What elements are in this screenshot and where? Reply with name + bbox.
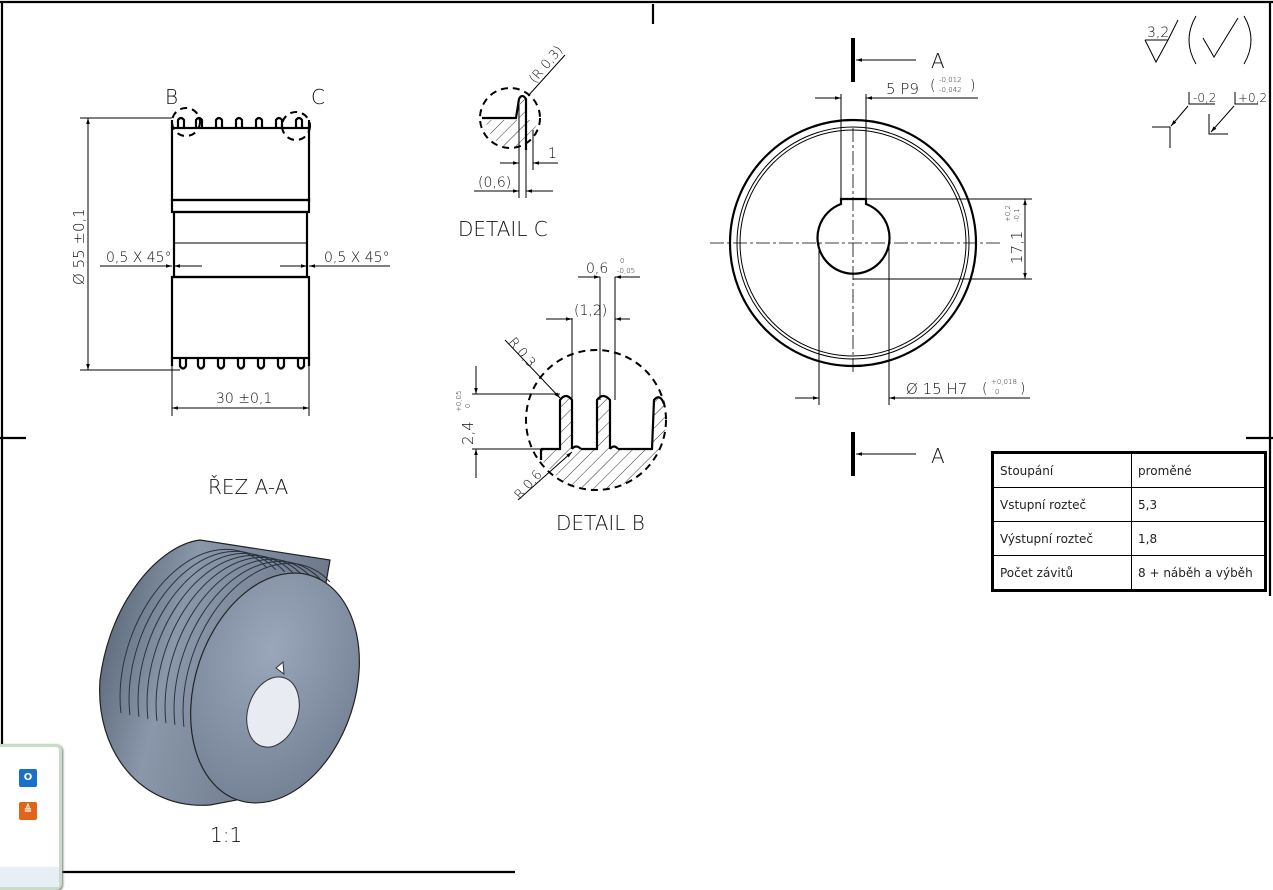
groove-bottom [236, 358, 246, 370]
chamfer-left-dimension: 0,5 X 45° [106, 250, 172, 266]
spec-label: Výstupní rozteč [992, 521, 1132, 556]
section-label-top: A [931, 49, 945, 73]
chamfer-right-dimension: 0,5 X 45° [324, 250, 390, 266]
groove-top [274, 116, 284, 128]
bore-tol-lower: 0 [995, 388, 999, 396]
groove-bottom [296, 358, 306, 370]
detail-b-groove-tol-upper: 0 [620, 257, 624, 265]
surface-finish-symbols: 3,2 -0,2 +0,2 [1144, 15, 1267, 148]
edge-minus-value: -0,2 [1193, 91, 1216, 105]
groove-bottom [178, 358, 188, 370]
detail-b-title: DETAIL B [556, 511, 645, 535]
groove-bottom [196, 358, 206, 370]
keyway-tol-lower: -0,042 [939, 86, 962, 94]
bore-paren-close: ) [1020, 381, 1025, 397]
keyway-tol-upper: -0,012 [939, 76, 962, 84]
outlook-icon[interactable]: O [19, 769, 37, 787]
groove-top [176, 116, 186, 128]
section-label-bottom: A [931, 444, 945, 468]
detail-c-view: (R 0,3) 1 (0,6) DETAIL C [458, 43, 566, 241]
detail-b-radius-top: R 0,3 [505, 335, 538, 371]
keyway-dimension: 5 P9 [886, 80, 919, 98]
keyway-paren-open: ( [930, 78, 935, 94]
spec-value: proměné [1131, 452, 1266, 488]
spec-label: Vstupní rozteč [992, 487, 1132, 522]
front-view: 5 P9 ( ) -0,012 -0,042 17,1 +0,2 -0,1 Ø … [710, 38, 1032, 476]
width-dimension: 30 ±0,1 [216, 391, 272, 407]
detail-b-radius-bottom: R 0,6 [512, 467, 546, 502]
groove-bottom [276, 358, 286, 370]
key-depth-tol-lower: -0,1 [1013, 208, 1021, 222]
detail-b-depth: 2,4 [459, 421, 477, 445]
spec-value: 8 + náběh a výběh [1131, 555, 1266, 591]
groove-top [194, 116, 204, 128]
groove-top [294, 116, 304, 128]
detail-b-marker: B [165, 85, 178, 109]
spec-value: 5,3 [1131, 487, 1266, 522]
detail-c-marker: C [311, 85, 325, 109]
spec-label: Stoupání [992, 452, 1132, 488]
taskbar-popup: O ≜ [0, 744, 62, 890]
detail-c-radius: (R 0,3) [527, 43, 567, 86]
edge-plus-value: +0,2 [1238, 91, 1267, 105]
detail-b-depth-tol-lower: 0 [464, 404, 472, 408]
groove-top [254, 116, 264, 128]
key-depth-dimension: 17,1 [1008, 231, 1026, 264]
diameter-dimension: Ø 55 ±0,1 [70, 208, 88, 285]
groove-bottom [216, 358, 226, 370]
spec-value: 1,8 [1131, 521, 1266, 556]
isometric-view: 1:1 [99, 539, 360, 847]
detail-b-pitch: (1,2) [574, 303, 607, 319]
detail-b-depth-tol-upper: +0,05 [455, 391, 463, 412]
groove-top [234, 116, 244, 128]
section-title: ŘEZ A-A [208, 475, 289, 499]
detail-b-groove-width: 0,6 [586, 261, 608, 277]
keyway-paren-close: ) [970, 78, 975, 94]
groove-bottom [256, 358, 266, 370]
detail-c-title: DETAIL C [458, 217, 548, 241]
groove-top [214, 116, 224, 128]
key-depth-tol-upper: +0,2 [1004, 205, 1012, 222]
detail-c-width: 1 [548, 146, 557, 162]
roughness-value: 3,2 [1147, 25, 1169, 41]
detail-b-groove-tol-lower: -0,05 [617, 267, 635, 275]
bore-dimension: Ø 15 H7 [906, 380, 967, 398]
bore-paren-open: ( [982, 381, 987, 397]
section-view-a-a: B C Ø 55 ±0,1 30 ±0,1 0,5 X 45° 0,5 X 45… [70, 85, 390, 499]
app-icon[interactable]: ≜ [19, 802, 37, 820]
scale-label: 1:1 [210, 823, 242, 847]
detail-b-view: 0,6 0 -0,05 (1,2) R 0,3 R 0,6 2,4 +0,05 … [455, 257, 667, 535]
bore-tol-upper: +0,018 [991, 378, 1017, 386]
detail-c-offset: (0,6) [478, 175, 511, 191]
spec-label: Počet závitů [992, 555, 1132, 591]
thread-groove [182, 562, 354, 802]
